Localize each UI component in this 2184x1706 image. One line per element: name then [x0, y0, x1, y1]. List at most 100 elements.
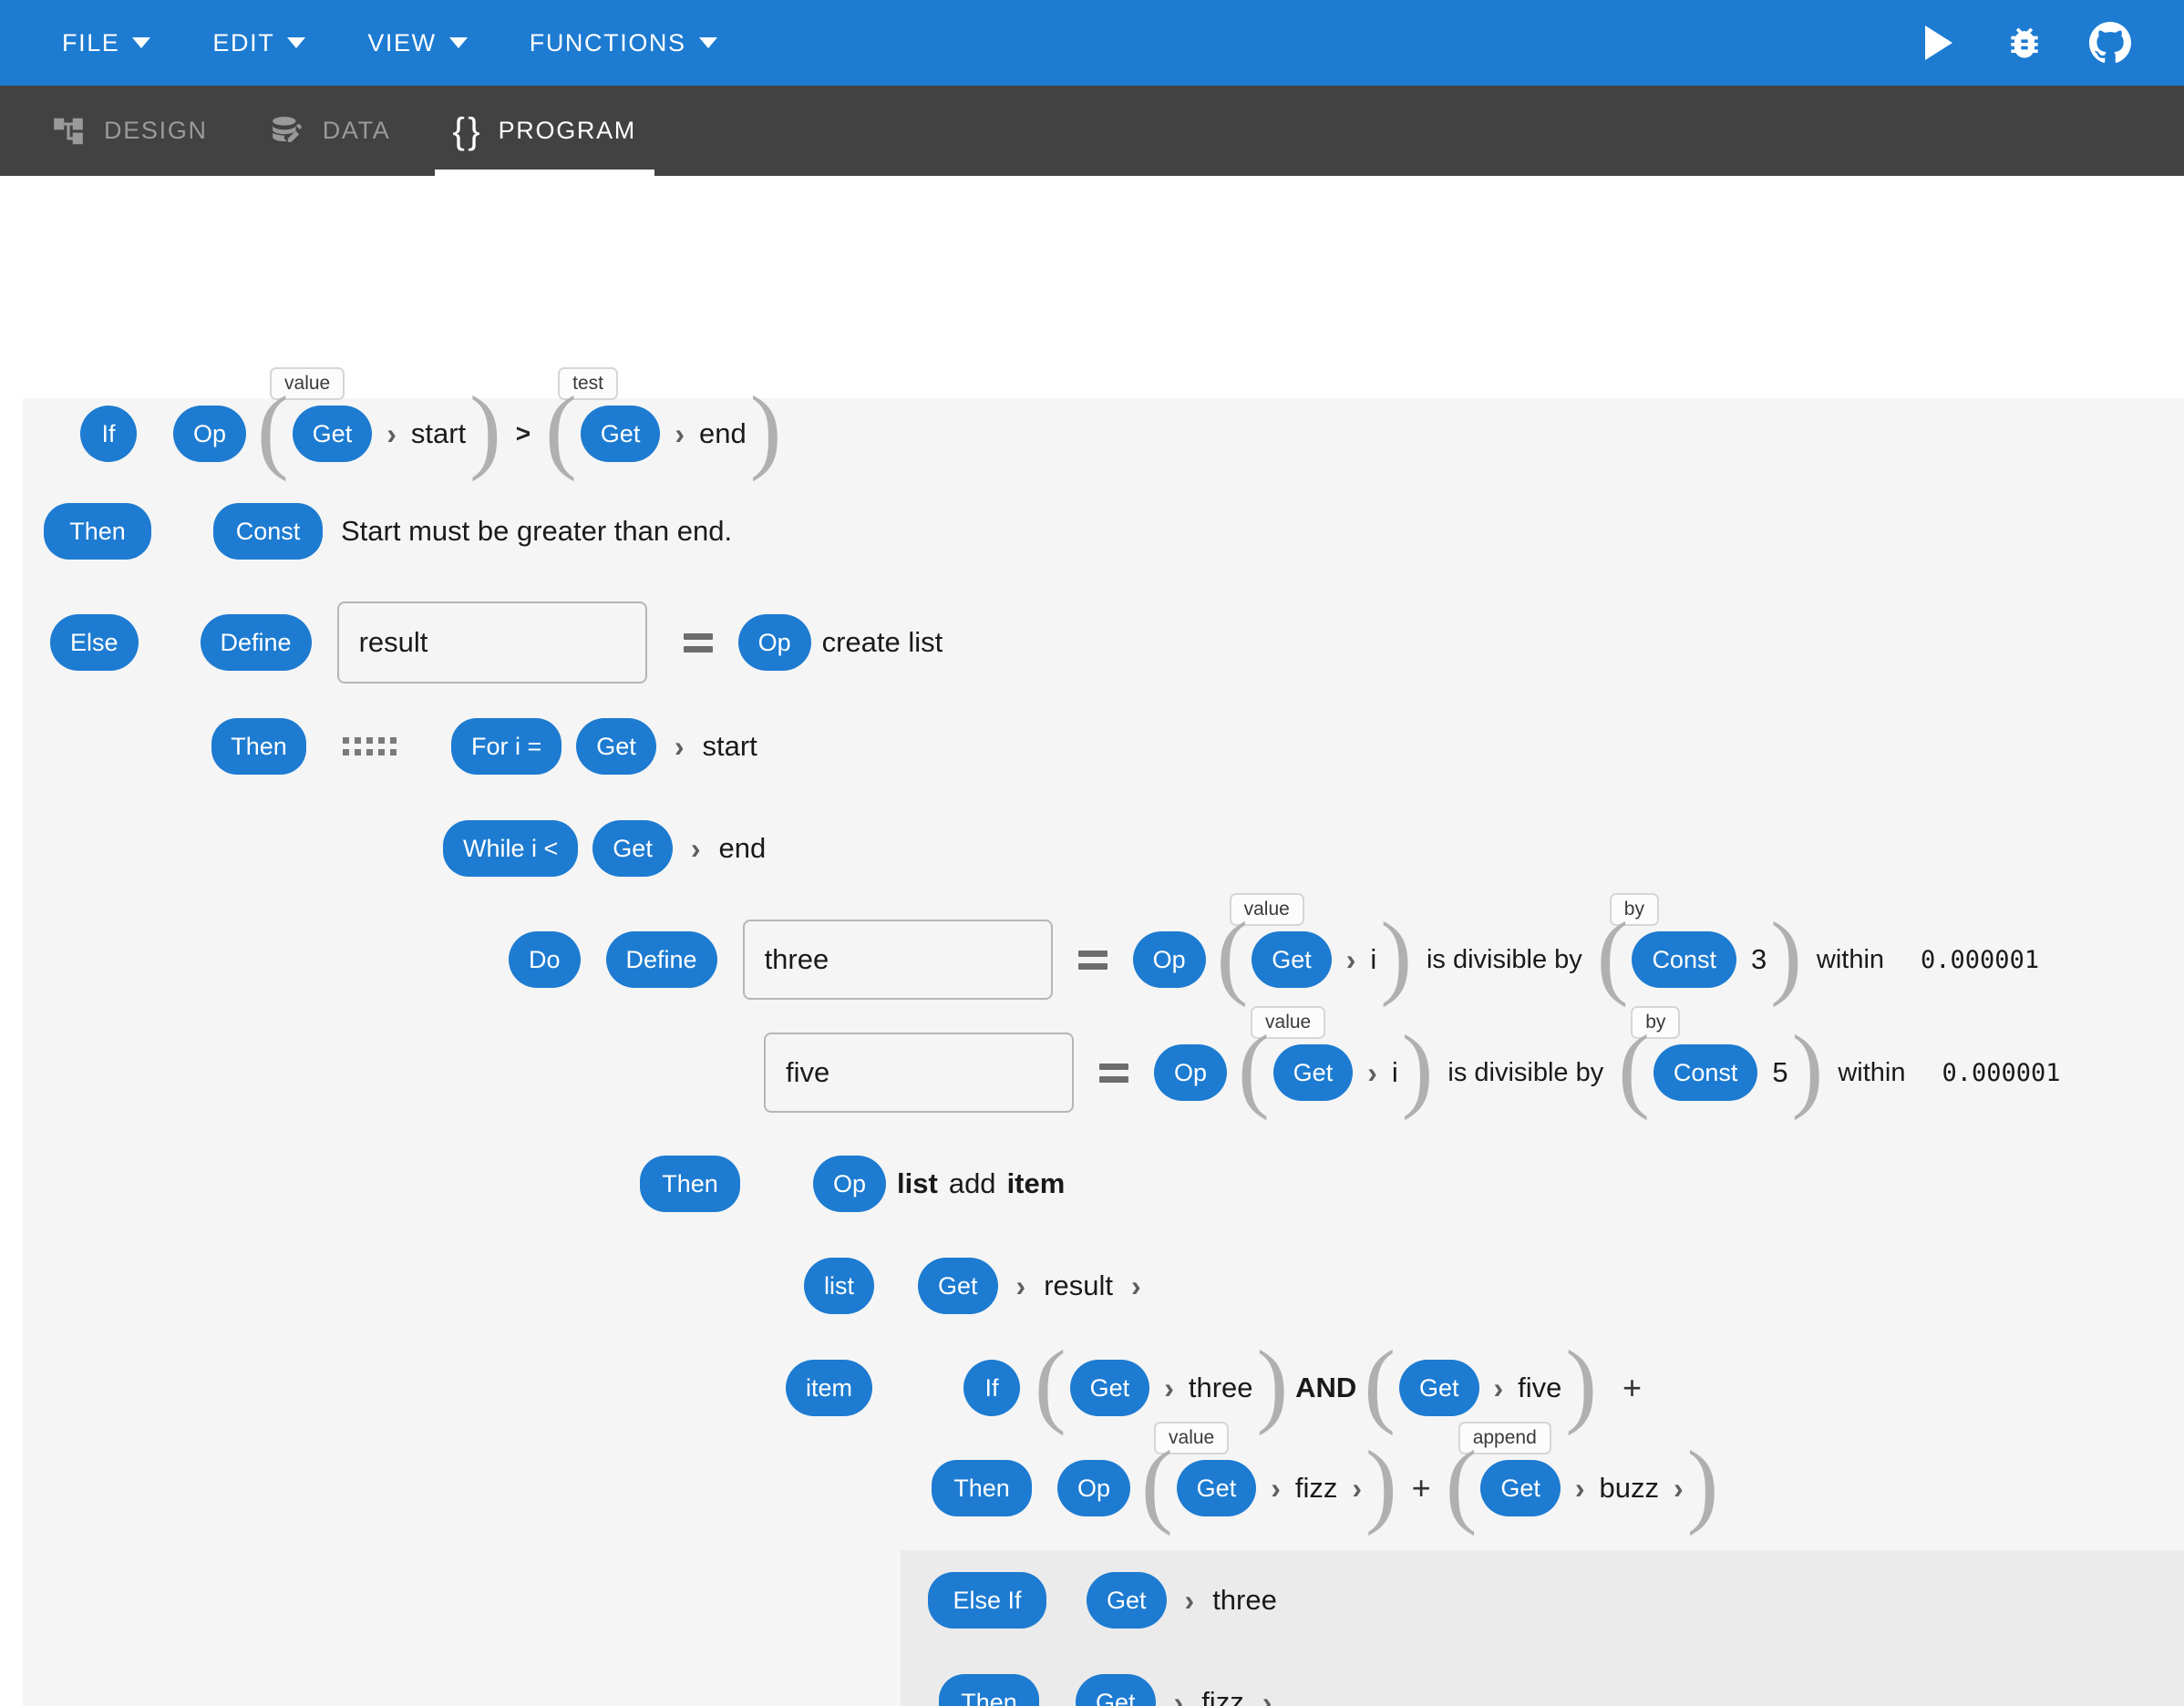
pill-then[interactable]: Then — [211, 718, 306, 775]
value-slot-group: value ( Get › i ) — [1238, 1006, 1433, 1116]
variable-fizz[interactable]: fizz — [1201, 1686, 1244, 1706]
define-name-input-five[interactable]: five — [764, 1033, 1074, 1113]
equals-icon — [1099, 1063, 1128, 1083]
pill-op[interactable]: Op — [737, 614, 811, 671]
tolerance-value[interactable]: 0.000001 — [1942, 1058, 2061, 1087]
pill-get[interactable]: Get — [1252, 931, 1332, 988]
program-canvas: If Op value ( Get › start ) > test ( Get… — [0, 176, 2184, 1706]
const-value-5[interactable]: 5 — [1772, 1056, 1788, 1088]
tab-design-label: DESIGN — [104, 117, 208, 144]
pill-then[interactable]: Then — [939, 1674, 1039, 1706]
drag-handle-icon[interactable] — [343, 737, 397, 755]
slot-tag-value: value — [1154, 1422, 1230, 1455]
pill-while-i[interactable]: While i < — [443, 820, 579, 877]
pill-if[interactable]: If — [963, 1360, 1021, 1416]
variable-three[interactable]: three — [1212, 1584, 1277, 1616]
pill-const[interactable]: Const — [1632, 931, 1736, 988]
variable-end[interactable]: end — [718, 832, 767, 864]
pill-get[interactable]: Get — [918, 1258, 998, 1314]
op-label-create-list[interactable]: create list — [821, 626, 943, 658]
pill-get[interactable]: Get — [1069, 1360, 1150, 1416]
menu-file-label: FILE — [62, 28, 120, 57]
pill-get[interactable]: Get — [576, 718, 656, 775]
slot-tag-value: value — [1251, 1006, 1326, 1040]
pill-get[interactable]: Get — [1398, 1360, 1479, 1416]
op-arg-label-list: list — [897, 1167, 938, 1199]
tab-program[interactable]: { } PROGRAM — [422, 86, 667, 176]
pill-get[interactable]: Get — [1480, 1460, 1561, 1516]
variable-i[interactable]: i — [1370, 943, 1377, 975]
pill-get[interactable]: Get — [1272, 1044, 1354, 1101]
add-condition-button[interactable]: + — [1623, 1369, 1643, 1406]
variable-fizz[interactable]: fizz — [1294, 1472, 1338, 1504]
run-button[interactable] — [1896, 0, 1982, 86]
pill-const[interactable]: Const — [213, 503, 323, 560]
chevron-right-icon: › — [386, 417, 397, 450]
variable-end[interactable]: end — [698, 417, 747, 449]
const-message-text[interactable]: Start must be greater than end. — [341, 515, 733, 547]
pill-op[interactable]: Op — [1132, 931, 1206, 988]
pill-get[interactable]: Get — [592, 820, 673, 877]
pill-if[interactable]: If — [80, 406, 137, 462]
chevron-right-icon: › — [1164, 1372, 1174, 1404]
pill-for-i[interactable]: For i = — [451, 718, 562, 775]
define-name-input-result[interactable]: result — [336, 601, 647, 683]
pill-slot-item[interactable]: item — [786, 1360, 873, 1416]
variable-i[interactable]: i — [1391, 1056, 1398, 1088]
row-for-loop: Then For i = Get › start — [211, 712, 757, 781]
menu-edit-label: EDIT — [212, 28, 275, 57]
variable-start[interactable]: start — [702, 730, 757, 762]
variable-result[interactable]: result — [1044, 1269, 1113, 1301]
row-define-three: Do Define three Op value ( Get › i ) is … — [509, 893, 2040, 1005]
tab-design[interactable]: DESIGN — [20, 86, 239, 176]
row-list-add-item: Then Op list add item — [640, 1149, 1065, 1218]
pill-else-if[interactable]: Else If — [928, 1572, 1046, 1629]
equals-icon — [683, 632, 713, 653]
define-name-input-three[interactable]: three — [742, 920, 1053, 1000]
tab-data[interactable]: DATA — [239, 86, 422, 176]
pill-get[interactable]: Get — [580, 406, 661, 462]
row-elseif-three: Else If Get › three — [928, 1566, 1277, 1635]
pill-else[interactable]: Else — [50, 614, 139, 671]
slot-tag-append: append — [1458, 1422, 1551, 1455]
github-button[interactable] — [2067, 0, 2153, 86]
chevron-down-icon — [132, 37, 151, 48]
pill-op[interactable]: Op — [1057, 1460, 1131, 1516]
pill-op[interactable]: Op — [1154, 1044, 1228, 1101]
variable-buzz[interactable]: buzz — [1599, 1472, 1659, 1504]
chevron-right-icon: › — [1367, 1056, 1377, 1089]
pill-op[interactable]: Op — [813, 1156, 887, 1212]
menu-view[interactable]: VIEW — [336, 0, 498, 86]
variable-three[interactable]: three — [1188, 1372, 1253, 1403]
menu-file[interactable]: FILE — [31, 0, 181, 86]
pill-define[interactable]: Define — [605, 931, 717, 988]
variable-start[interactable]: start — [410, 417, 467, 449]
pill-then[interactable]: Then — [932, 1460, 1032, 1516]
pill-slot-list[interactable]: list — [804, 1258, 874, 1314]
pill-do[interactable]: Do — [509, 931, 581, 988]
pill-get[interactable]: Get — [1087, 1572, 1167, 1629]
pill-get[interactable]: Get — [292, 406, 373, 462]
menu-functions[interactable]: FUNCTIONS — [499, 0, 748, 86]
pill-define[interactable]: Define — [200, 614, 312, 671]
row-list-slot: list Get › result › — [804, 1251, 1141, 1321]
pill-then[interactable]: Then — [44, 503, 151, 560]
pill-const[interactable]: Const — [1653, 1044, 1758, 1101]
condition-group-three: ( Get › three ) — [1035, 1331, 1289, 1436]
tolerance-value[interactable]: 0.000001 — [1921, 945, 2040, 974]
condition-group-five: ( Get › five ) — [1364, 1331, 1598, 1436]
chevron-right-icon: › — [1574, 1472, 1585, 1505]
tab-data-label: DATA — [322, 117, 391, 144]
pill-op[interactable]: Op — [173, 406, 247, 462]
pill-then[interactable]: Then — [640, 1156, 740, 1212]
menu-edit[interactable]: EDIT — [181, 0, 336, 86]
slot-tag-by: by — [1609, 893, 1659, 927]
pill-get[interactable]: Get — [1076, 1674, 1156, 1706]
pill-get[interactable]: Get — [1176, 1460, 1257, 1516]
variable-five[interactable]: five — [1518, 1372, 1562, 1403]
const-value-3[interactable]: 3 — [1750, 943, 1767, 975]
chevron-right-icon: › — [674, 730, 685, 763]
database-edit-icon — [270, 114, 304, 149]
debug-button[interactable] — [1982, 0, 2067, 86]
chevron-down-icon — [448, 37, 468, 48]
